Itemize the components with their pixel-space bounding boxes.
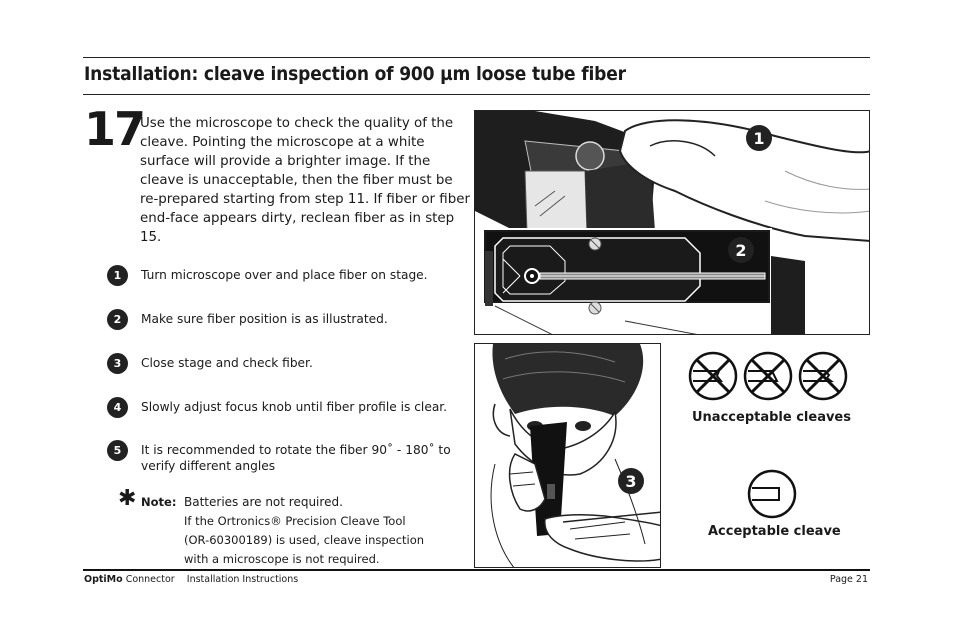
unacceptable-cleave-icon <box>798 351 848 401</box>
callout-3: 3 <box>618 468 644 494</box>
substep-4: 4 Slowly adjust focus knob until fiber p… <box>107 397 461 418</box>
person-microscope-drawing <box>475 344 660 567</box>
person-using-microscope-illustration: 3 <box>474 343 661 568</box>
substep-number-badge: 5 <box>107 440 128 461</box>
microscope-stage-illustration: 1 2 <box>474 110 870 335</box>
footer-rule <box>83 569 870 571</box>
step-instructions: Use the microscope to check the quality … <box>140 116 470 245</box>
substep-text: Make sure fiber position is as illustrat… <box>141 312 388 326</box>
page-title: Installation: cleave inspection of 900 µ… <box>84 63 626 85</box>
footer-left: OptiMo Connector Installation Instructio… <box>84 574 298 585</box>
acceptable-cleave-label: Acceptable cleave <box>708 524 841 539</box>
unacceptable-cleaves-icons <box>688 351 848 401</box>
substep-number-badge: 2 <box>107 309 128 330</box>
substep-3: 3 Close stage and check fiber. <box>107 353 461 374</box>
substep-text: It is recommended to rotate the fiber 90… <box>141 443 451 473</box>
callout-1: 1 <box>746 125 772 151</box>
substep-5: 5 It is recommended to rotate the fiber … <box>107 440 461 474</box>
page-number: Page 21 <box>829 574 868 585</box>
step-number: 17 <box>84 102 146 156</box>
footer-brand: OptiMo <box>84 574 123 585</box>
substep-number-badge: 1 <box>107 265 128 286</box>
note-line: with a microscope is not required. <box>184 552 380 566</box>
footer-product: Connector <box>125 574 175 585</box>
note-label: Note: <box>141 495 177 509</box>
callout-2: 2 <box>728 237 754 263</box>
unacceptable-cleave-icon <box>743 351 793 401</box>
note-main-text: Batteries are not required. <box>184 495 343 509</box>
top-rule <box>83 57 870 58</box>
microscope-stage-drawing <box>475 111 869 334</box>
unacceptable-cleaves-label: Unacceptable cleaves <box>692 410 851 425</box>
title-rule <box>83 94 870 95</box>
substep-text: Slowly adjust focus knob until fiber pro… <box>141 400 448 414</box>
asterisk-icon: ✱ <box>118 486 137 511</box>
substep-number-badge: 4 <box>107 397 128 418</box>
substep-number-badge: 3 <box>107 353 128 374</box>
note-line: If the Ortronics® Precision Cleave Tool <box>184 514 406 528</box>
substep-2: 2 Make sure fiber position is as illustr… <box>107 309 461 330</box>
acceptable-cleave-icon <box>747 469 797 519</box>
substep-text: Close stage and check fiber. <box>141 356 313 370</box>
note-line: (OR-60300189) is used, cleave inspection <box>184 533 425 547</box>
substep-1: 1 Turn microscope over and place fiber o… <box>107 265 461 286</box>
substep-text: Turn microscope over and place fiber on … <box>141 268 428 282</box>
footer-doc-title: Installation Instructions <box>186 574 299 585</box>
unacceptable-cleave-icon <box>688 351 738 401</box>
